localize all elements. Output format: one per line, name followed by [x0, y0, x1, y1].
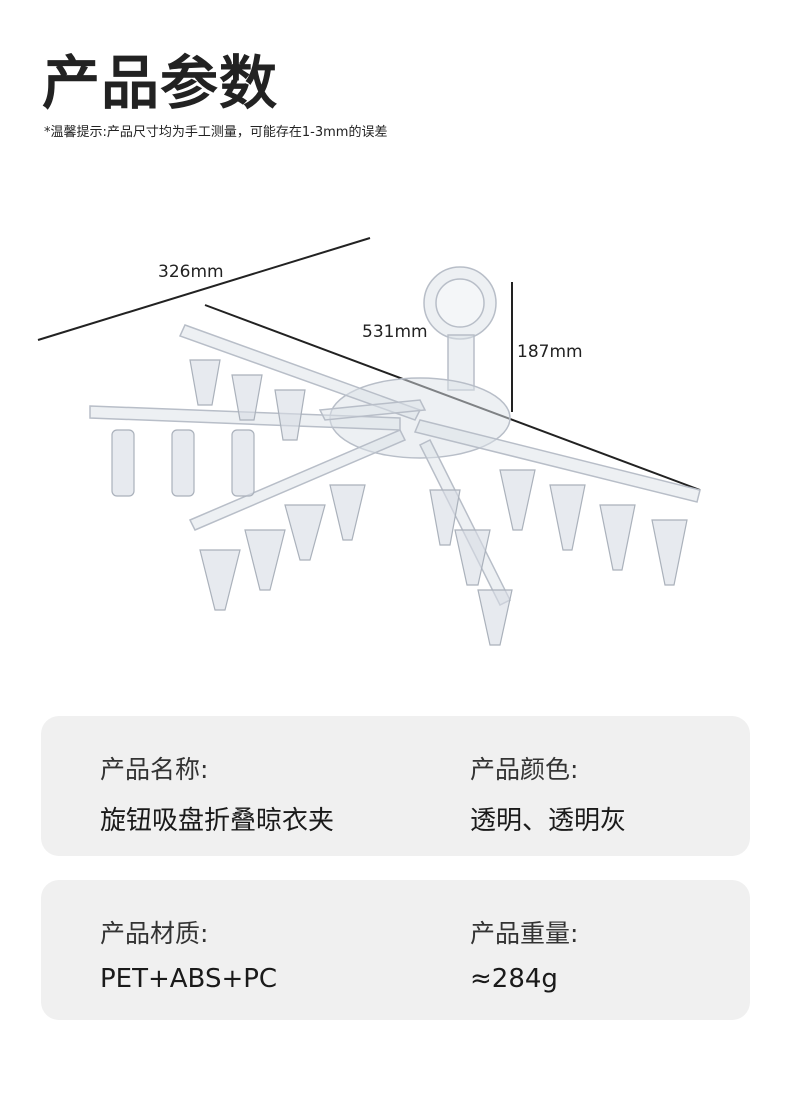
page-title: 产品参数 [42, 49, 279, 117]
spec-value: 透明、透明灰 [470, 806, 627, 836]
clips [111, 359, 688, 646]
spec-label: 产品材质: [100, 919, 209, 948]
spec-value: ≈284g [470, 964, 558, 994]
measurement-note: *温馨提示:产品尺寸均为手工测量，可能存在1-3mm的误差 [44, 125, 388, 140]
spec-value: PET+ABS+PC [100, 964, 278, 994]
spec-label: 产品颜色: [470, 755, 579, 784]
spec-color: 产品颜色: 透明、透明灰 [470, 750, 626, 837]
length-dimension: 531mm [362, 322, 428, 342]
height-dimension: 187mm [517, 342, 583, 362]
spec-material: 产品材质: PET+ABS+PC [100, 914, 277, 994]
spec-weight: 产品重量: ≈284g [470, 914, 578, 994]
depth-dimension: 326mm [158, 262, 224, 282]
spec-card-1: 产品名称: 旋钮吸盘折叠晾衣夹 产品颜色: 透明、透明灰 [41, 716, 750, 856]
spec-value: 旋钮吸盘折叠晾衣夹 [100, 806, 335, 836]
spec-label: 产品名称: [100, 755, 209, 784]
product-illustration [37, 237, 701, 646]
spec-label: 产品重量: [470, 919, 579, 948]
spec-card-2: 产品材质: PET+ABS+PC 产品重量: ≈284g [41, 880, 750, 1020]
spec-name: 产品名称: 旋钮吸盘折叠晾衣夹 [100, 750, 334, 837]
